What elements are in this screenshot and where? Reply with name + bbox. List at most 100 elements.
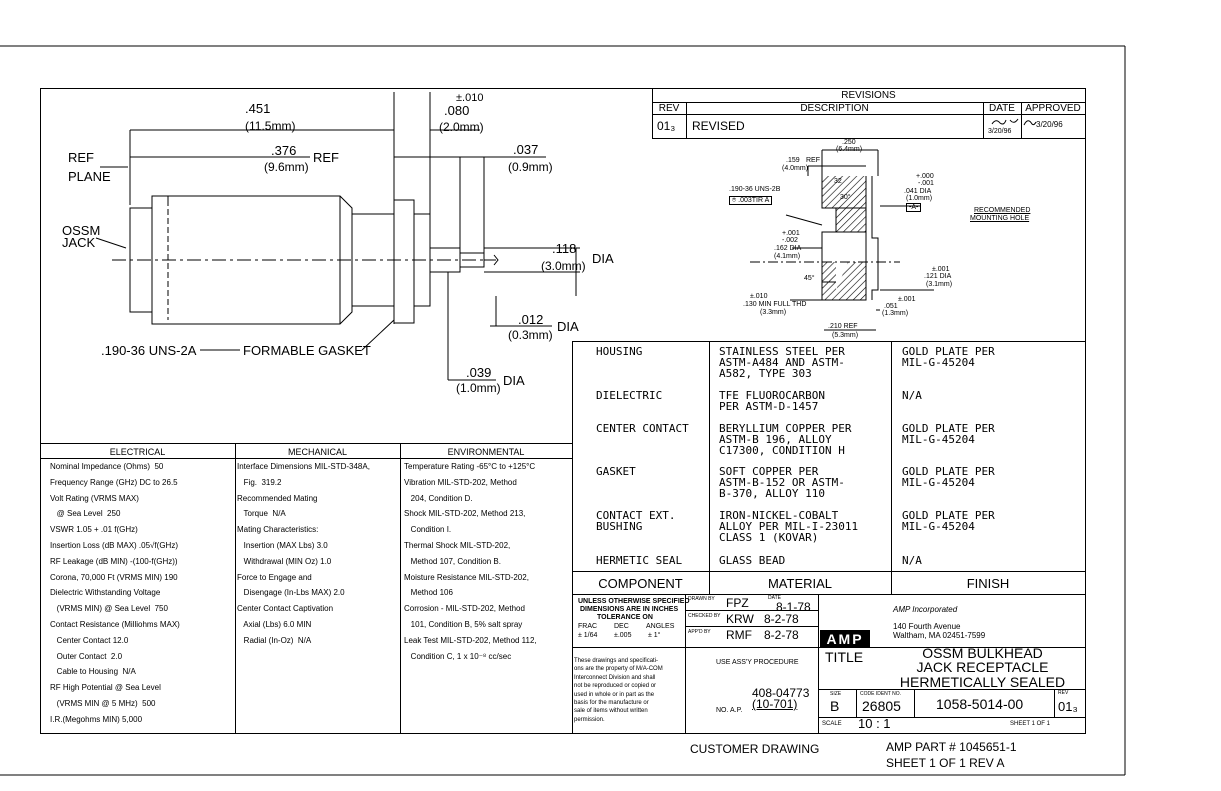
hole-159-ref: REF bbox=[806, 157, 820, 164]
ossm-label: OSSM bbox=[62, 223, 101, 238]
drawn-by: FPZ bbox=[726, 596, 749, 610]
tol-010: ±.010 bbox=[456, 92, 484, 104]
company-address-1: 140 Fourth Avenue bbox=[893, 622, 961, 631]
environmental-spec-line: Leak Test MIL-STD-202, Method 112, bbox=[404, 635, 537, 645]
mechanical-spec-line: Insertion (MAX Lbs) 3.0 bbox=[237, 541, 328, 550]
mechanical-spec-line: Mating Characteristics: bbox=[237, 525, 319, 535]
hole-210-mm: (5.3mm) bbox=[832, 332, 859, 339]
hole-051: .051 bbox=[884, 303, 898, 310]
electrical-spec-line: Cable to Housing N/A bbox=[50, 667, 136, 677]
hole-datum-a: -A- bbox=[906, 203, 922, 212]
rev-row-desc: REVISED bbox=[692, 119, 745, 133]
environmental-spec-line: 204, Condition D. bbox=[404, 493, 473, 503]
rev-label: REV bbox=[1058, 690, 1069, 696]
thread-label: .190-36 UNS-2A bbox=[101, 343, 197, 358]
appd-date: 8-2-78 bbox=[764, 628, 799, 642]
hole-250: .250 bbox=[842, 139, 856, 146]
ref-label-2: REF bbox=[313, 150, 339, 165]
environmental-spec-line: Thermal Shock MIL-STD-202, bbox=[404, 541, 511, 550]
electrical-spec-line: VSWR 1.05 + .01 f(GHz) bbox=[50, 525, 138, 535]
dim-039: .039 bbox=[466, 365, 492, 380]
dim-376: .376 bbox=[271, 143, 297, 158]
materials-material: IRON-NICKEL-COBALT ALLOY PER MIL-I-23011… bbox=[719, 509, 859, 544]
electrical-spec-line: I.R.(Megohms MIN) 5,000 bbox=[50, 714, 143, 724]
hole-121: .121 DIA bbox=[924, 273, 952, 280]
sheet-label: SHEET 1 OF 1 bbox=[1010, 721, 1050, 727]
hole-mounting: MOUNTING HOLE bbox=[970, 215, 1030, 222]
rev-row-date: 3/20/96 bbox=[988, 128, 1012, 135]
hole-041-mm: (1.0mm) bbox=[906, 195, 933, 202]
materials-component: HERMETIC SEAL bbox=[596, 554, 683, 567]
code-ident-label: CODE IDENT NO. bbox=[860, 691, 902, 697]
electrical-spec-line: Outer Contact 2.0 bbox=[50, 651, 123, 661]
electrical-spec-line: Center Contact 12.0 bbox=[50, 635, 129, 645]
hole-130-mm: (3.3mm) bbox=[760, 309, 787, 316]
rev-col-approved: APPROVED bbox=[1025, 103, 1081, 114]
drawing-number: 1058-5014-00 bbox=[936, 696, 1024, 712]
hole-tol-a2: -.001 bbox=[918, 180, 934, 187]
dim-012-mm: (0.3mm) bbox=[508, 328, 553, 342]
approval-initials-icon bbox=[991, 118, 1037, 126]
rev-row-rev: 01₃ bbox=[657, 119, 676, 133]
appd-by: RMF bbox=[726, 628, 752, 642]
electrical-spec-line: Nominal Impedance (Ohms) 50 bbox=[50, 462, 164, 471]
title-line-3: HERMETICALLY SEALED bbox=[899, 674, 1066, 690]
tol-line-3: TOLERANCE ON bbox=[597, 614, 653, 621]
ref-label-1: REF bbox=[68, 150, 94, 165]
materials-material: SOFT COPPER PER ASTM-B-152 OR ASTM- B-37… bbox=[719, 465, 845, 500]
electrical-spec-line: Insertion Loss (dB MAX) .05√f(GHz) bbox=[50, 541, 178, 550]
hole-thread: .190-36 UNS-2B bbox=[729, 186, 781, 193]
materials-head-material: MATERIAL bbox=[767, 576, 833, 591]
materials-finish: N/A bbox=[902, 389, 922, 402]
procedure-rev: (10-701) bbox=[752, 697, 798, 711]
electrical-spec-line: (VRMS MIN) @ Sea Level 750 bbox=[50, 604, 168, 614]
environmental-spec-line: Vibration MIL-STD-202, Method bbox=[404, 477, 517, 487]
environmental-spec-line: Shock MIL-STD-202, Method 213, bbox=[404, 509, 526, 519]
hole-162: .162 DIA bbox=[774, 245, 802, 252]
hole-32: 32 bbox=[834, 178, 842, 185]
checked-by: KRW bbox=[726, 612, 754, 626]
proprietary-notice: These drawings and specificati-ons are t… bbox=[574, 658, 663, 723]
electrical-title: ELECTRICAL bbox=[109, 447, 166, 457]
tol-dec: DEC bbox=[614, 623, 629, 630]
use-assy-procedure: USE ASS'Y PROCEDURE bbox=[716, 659, 799, 666]
hole-121-mm: (3.1mm) bbox=[926, 281, 953, 288]
hole-tol-d: ±.010 bbox=[750, 293, 768, 300]
title-line-1: OSSM BULKHEAD bbox=[922, 645, 1043, 661]
materials-component: CONTACT EXT. BUSHING bbox=[596, 509, 676, 533]
rev-row-approved: 3/20/96 bbox=[1036, 120, 1063, 129]
hole-162-mm: (4.1mm) bbox=[774, 253, 801, 260]
materials-component: DIELECTRIC bbox=[596, 389, 663, 402]
dim-039-mm: (1.0mm) bbox=[456, 381, 501, 395]
title-label: TITLE bbox=[825, 649, 864, 665]
checked-by-label: CHECKED BY bbox=[688, 613, 721, 619]
scale-label: SCALE bbox=[822, 721, 842, 727]
electrical-spec-line: RF Leakage (dB MIN) -(100-f(GHz)) bbox=[50, 556, 178, 566]
hole-tol-a1: +.000 bbox=[916, 173, 934, 180]
hatch-top bbox=[822, 176, 866, 232]
electrical-spec-line: @ Sea Level 250 bbox=[50, 509, 121, 519]
tol-frac: FRAC bbox=[578, 623, 598, 630]
environmental-spec-line: Condition I. bbox=[404, 525, 452, 535]
hole-051-mm: (1.3mm) bbox=[882, 310, 909, 317]
size-value: B bbox=[830, 698, 840, 714]
size-label: SIZE bbox=[830, 691, 842, 697]
environmental-spec-line: Method 106 bbox=[404, 588, 453, 598]
materials-component: HOUSING bbox=[596, 345, 643, 358]
customer-drawing: CUSTOMER DRAWING bbox=[690, 742, 820, 756]
materials-finish: GOLD PLATE PER MIL-G-45204 bbox=[902, 465, 995, 489]
materials-component: GASKET bbox=[596, 465, 636, 478]
environmental-spec-line: Method 107, Condition B. bbox=[404, 556, 501, 566]
hole-159: .159 bbox=[786, 157, 800, 164]
dim-451-mm: (11.5mm) bbox=[245, 119, 296, 133]
environmental-spec-line: Temperature Rating -65°C to +125°C bbox=[404, 462, 536, 471]
jack-label: JACK bbox=[62, 235, 96, 250]
appd-by-label: APP'D BY bbox=[688, 629, 711, 635]
dim-080-mm: (2.0mm) bbox=[439, 120, 484, 134]
title-line-2: JACK RECEPTACLE bbox=[916, 659, 1049, 675]
amp-logo: AMP bbox=[820, 630, 870, 647]
procedure-number: 408-04773 bbox=[752, 686, 810, 700]
mechanical-spec-line: Disengage (In-Lbs MAX) 2.0 bbox=[237, 588, 345, 598]
electrical-spec-line: Volt Rating (VRMS MAX) bbox=[50, 493, 139, 503]
